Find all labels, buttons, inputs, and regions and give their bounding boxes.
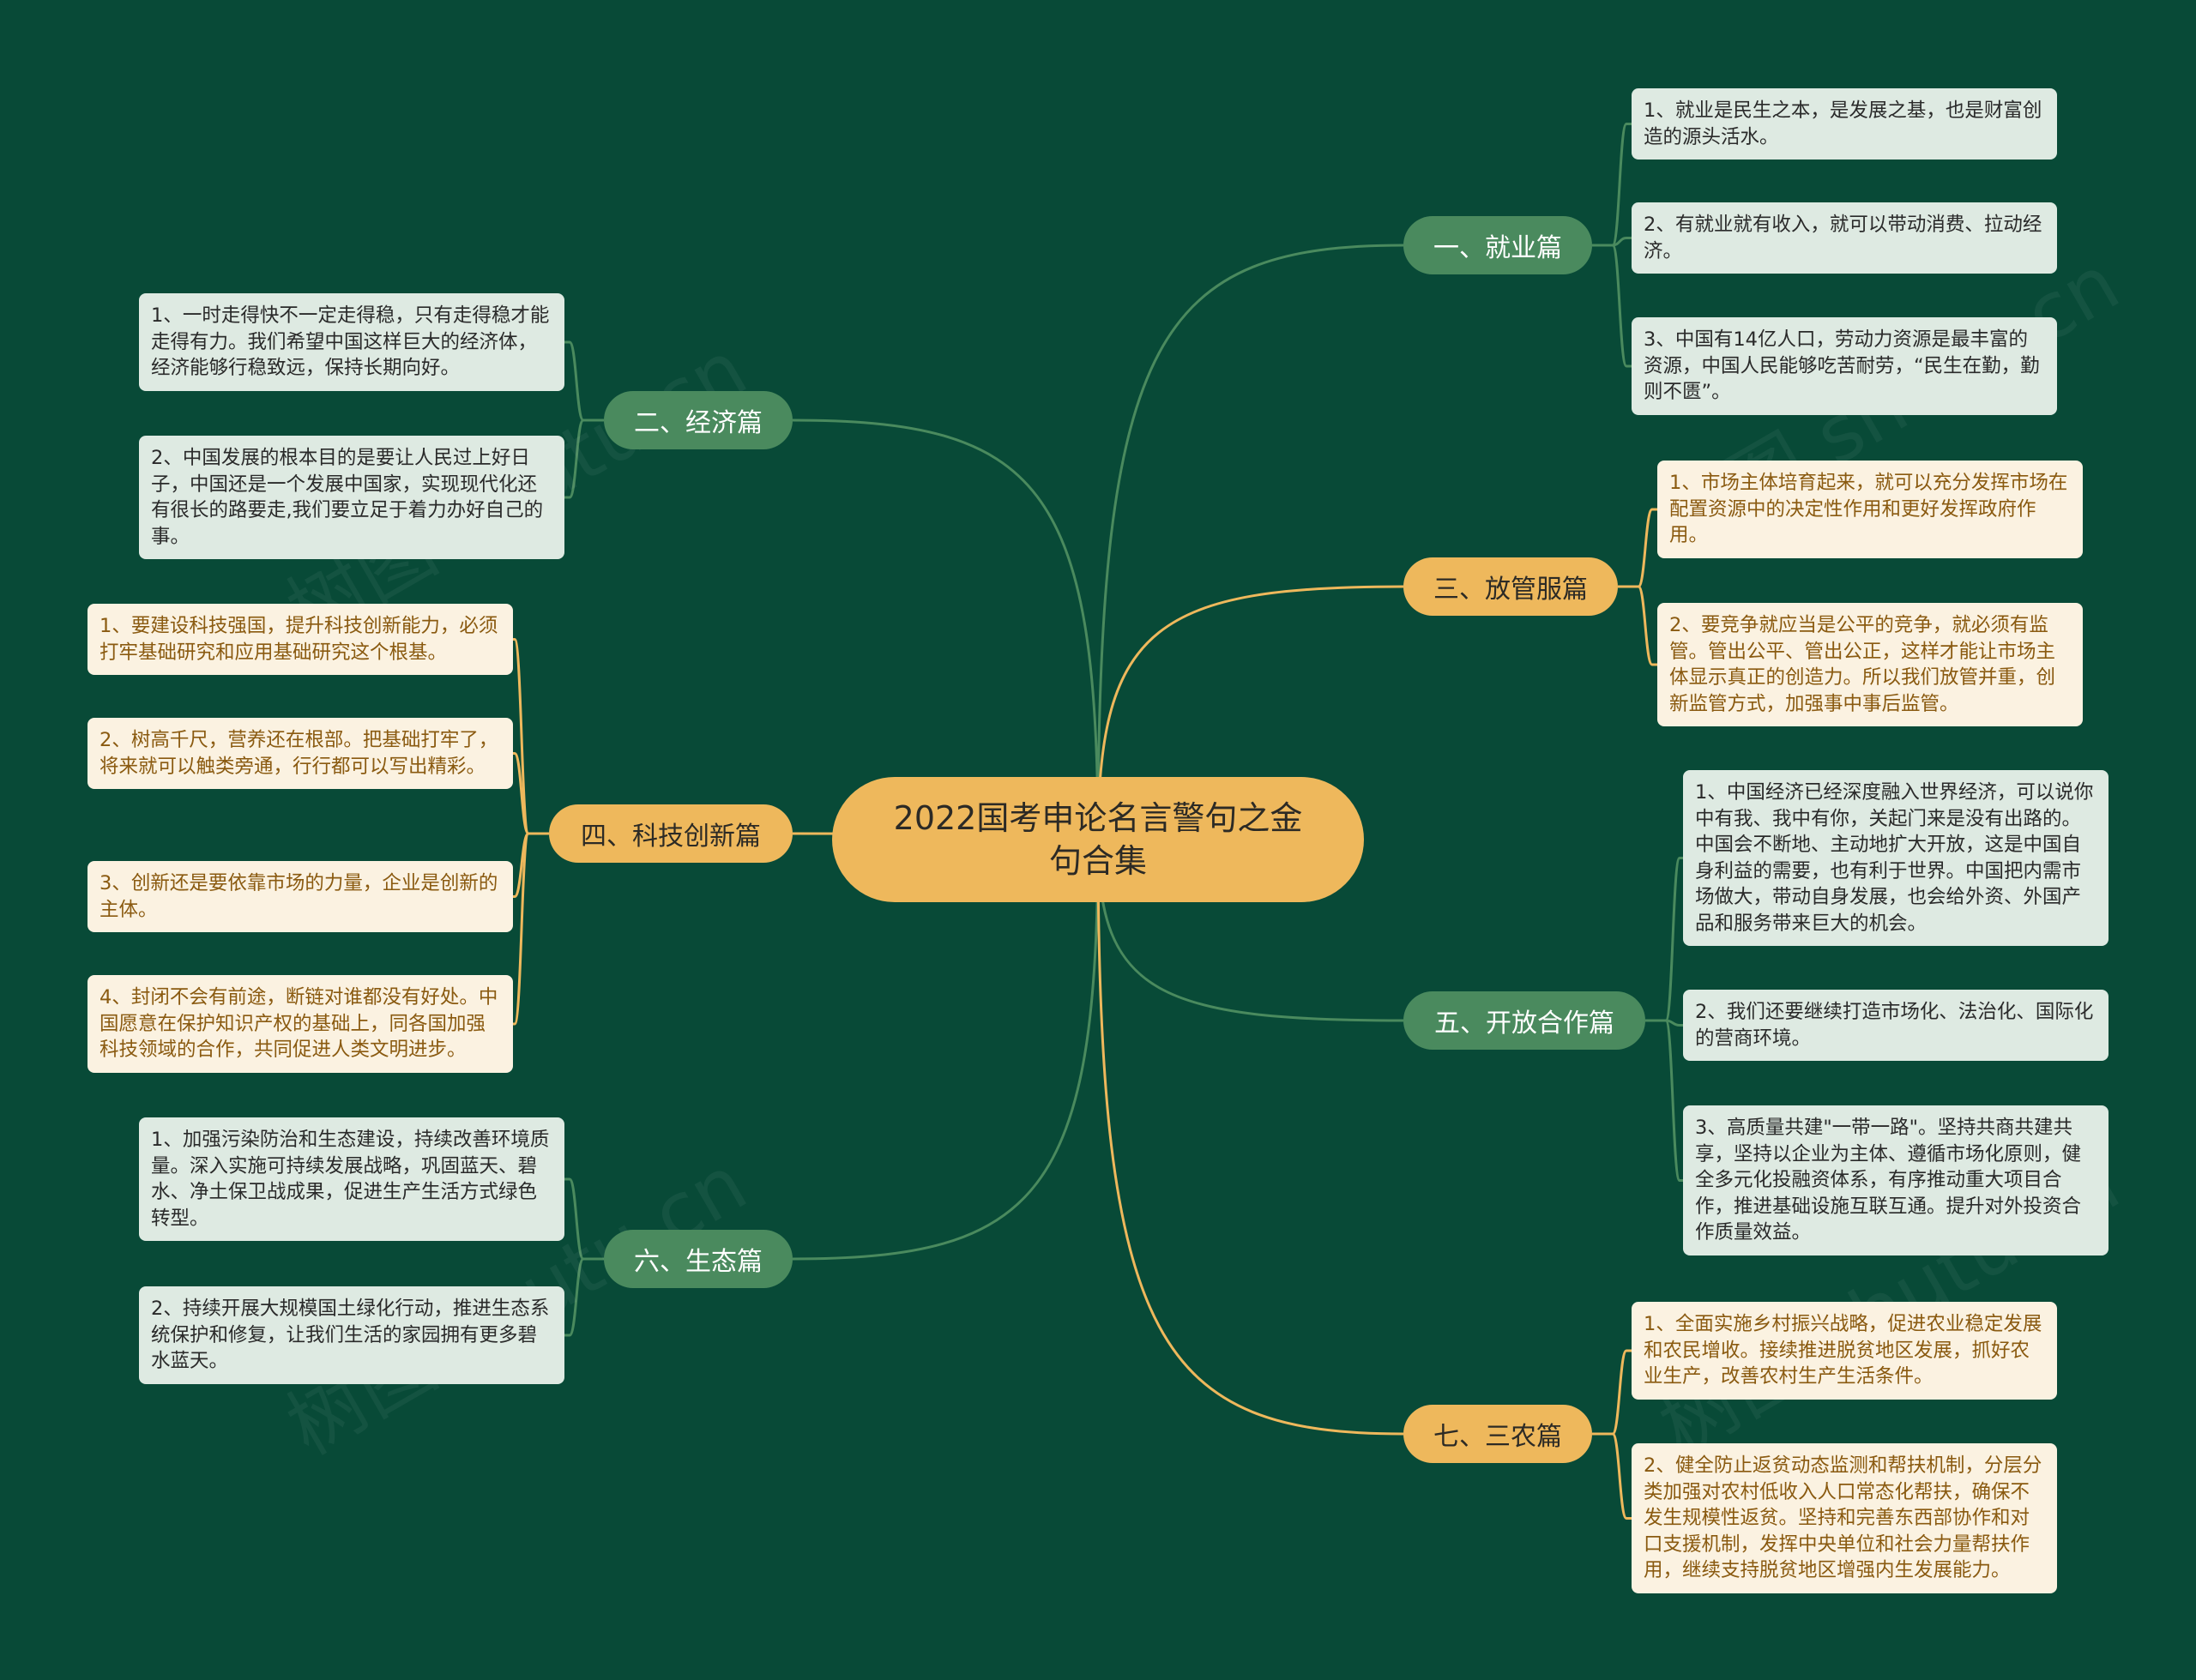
connector-line [1618,508,1657,588]
branch-regulation-reform[interactable]: 三、放管服篇 [1403,557,1618,616]
leaf-card[interactable]: 1、要建设科技强国，提升科技创新能力，必须打牢基础研究和应用基础研究这个根基。 [87,604,513,675]
leaf-card[interactable]: 2、有就业就有收入，就可以带动消费、拉动经济。 [1632,202,2057,274]
leaf-text: 4、封闭不会有前途，断链对谁都没有好处。中国愿意在保护知识产权的基础上，同各国加… [100,986,498,1061]
branch-label: 二、经济篇 [634,408,763,438]
leaf-text: 2、我们还要继续打造市场化、法治化、国际化的营商环境。 [1695,1001,2094,1050]
leaf-text: 1、加强污染防治和生态建设，持续改善环境质量。深入实施可持续发展战略，巩固蓝天、… [151,1129,550,1230]
branch-label: 四、科技创新篇 [581,822,761,852]
branch-agriculture[interactable]: 七、三农篇 [1403,1405,1592,1463]
leaf-card[interactable]: 2、要竞争就应当是公平的竞争，就必须有监管。管出公平、管出公正，这样才能让市场主… [1657,603,2083,726]
connector-line [1096,585,1404,840]
branch-open-cooperation[interactable]: 五、开放合作篇 [1403,991,1645,1050]
connector-line [564,1257,604,1337]
connector-line [513,752,549,835]
connector-line [1592,244,1632,368]
leaf-card[interactable]: 2、持续开展大规模国土绿化行动，推进生态系统保护和修复，让我们生活的家园拥有更多… [139,1286,564,1384]
branch-employment[interactable]: 一、就业篇 [1403,216,1592,274]
connector-line [1592,123,1632,247]
connector-line [1592,1432,1632,1520]
branch-tech-innovation[interactable]: 四、科技创新篇 [549,804,793,863]
connector-line [1618,585,1657,666]
leaf-text: 2、有就业就有收入，就可以带动消费、拉动经济。 [1644,214,2042,262]
leaf-card[interactable]: 1、一时走得快不一定走得稳，只有走得稳才能走得有力。我们希望中国这样巨大的经济体… [139,293,564,391]
leaf-card[interactable]: 3、创新还是要依靠市场的力量，企业是创新的主体。 [87,861,513,932]
leaf-text: 2、中国发展的根本目的是要让人民过上好日子，中国还是一个发展中国家，实现现代化还… [151,447,544,548]
leaf-text: 2、健全防止返贫动态监测和帮扶机制，分层分类加强对农村低收入人口常态化帮扶，确保… [1644,1454,2042,1581]
leaf-card[interactable]: 1、加强污染防治和生态建设，持续改善环境质量。深入实施可持续发展战略，巩固蓝天、… [139,1117,564,1241]
branch-label: 七、三农篇 [1433,1422,1562,1452]
connector-line [1096,839,1404,1436]
connector-line [513,832,549,1026]
connector-line [564,340,604,422]
leaf-card[interactable]: 2、树高千尺，营养还在根部。把基础打牢了，将来就可以触类旁通，行行都可以写出精彩… [87,718,513,789]
leaf-card[interactable]: 2、健全防止返贫动态监测和帮扶机制，分层分类加强对农村低收入人口常态化帮扶，确保… [1632,1443,2057,1593]
connector-line [792,839,1100,1261]
leaf-card[interactable]: 2、我们还要继续打造市场化、法治化、国际化的营商环境。 [1683,990,2109,1061]
connector-line [564,1177,604,1261]
leaf-card[interactable]: 1、全面实施乡村振兴战略，促进农业稳定发展和农民增收。接续推进脱贫地区发展，抓好… [1632,1302,2057,1400]
branch-label: 五、开放合作篇 [1434,1009,1614,1039]
leaf-text: 1、中国经济已经深度融入世界经济，可以说你中有我、我中有你，关起门来是没有出路的… [1695,781,2094,935]
central-topic[interactable]: 2022国考申论名言警句之金句合集 [832,777,1364,902]
connector-line [792,418,1100,840]
leaf-text: 1、一时走得快不一定走得稳，只有走得稳才能走得有力。我们希望中国这样巨大的经济体… [151,304,550,379]
leaf-card[interactable]: 1、市场主体培育起来，就可以充分发挥市场在配置资源中的决定性作用和更好发挥政府作… [1657,461,2083,558]
central-topic-title: 2022国考申论名言警句之金句合集 [893,799,1303,880]
leaf-text: 2、树高千尺，营养还在根部。把基础打牢了，将来就可以触类旁通，行行都可以写出精彩… [100,729,498,778]
leaf-card[interactable]: 3、中国有14亿人口，劳动力资源是最丰富的资源，中国人民能够吃苦耐劳，“民生在勤… [1632,317,2057,415]
connector-line [564,418,604,499]
connector-line [1645,857,1683,1022]
leaf-text: 1、市场主体培育起来，就可以充分发挥市场在配置资源中的决定性作用和更好发挥政府作… [1669,472,2068,546]
leaf-card[interactable]: 1、中国经济已经深度融入世界经济，可以说你中有我、我中有你，关起门来是没有出路的… [1683,770,2109,946]
leaf-text: 3、高质量共建"一带一路"。坚持共商共建共享，坚持以企业为主体、遵循市场化原则，… [1695,1117,2082,1243]
leaf-text: 1、全面实施乡村振兴战略，促进农业稳定发展和农民增收。接续推进脱贫地区发展，抓好… [1644,1313,2042,1388]
leaf-text: 2、持续开展大规模国土绿化行动，推进生态系统保护和修复，让我们生活的家园拥有更多… [151,1298,550,1372]
branch-label: 一、就业篇 [1433,233,1562,263]
branch-label: 六、生态篇 [634,1247,763,1277]
leaf-text: 1、就业是民生之本，是发展之基，也是财富创造的源头活水。 [1644,99,2042,148]
leaf-text: 1、要建设科技强国，提升科技创新能力，必须打牢基础研究和应用基础研究这个根基。 [100,615,498,664]
connector-line [513,638,549,835]
branch-economy[interactable]: 二、经济篇 [604,391,793,449]
connector-line [1096,244,1404,840]
leaf-card[interactable]: 2、中国发展的根本目的是要让人民过上好日子，中国还是一个发展中国家，实现现代化还… [139,436,564,559]
branch-label: 三、放管服篇 [1433,575,1588,605]
connector-line [1645,1019,1683,1182]
leaf-text: 2、要竞争就应当是公平的竞争，就必须有监管。管出公平、管出公正，这样才能让市场主… [1669,614,2056,715]
connector-line [513,832,549,898]
leaf-card[interactable]: 4、封闭不会有前途，断链对谁都没有好处。中国愿意在保护知识产权的基础上，同各国加… [87,975,513,1073]
leaf-card[interactable]: 1、就业是民生之本，是发展之基，也是财富创造的源头活水。 [1632,88,2057,160]
branch-ecology[interactable]: 六、生态篇 [604,1230,793,1288]
leaf-text: 3、中国有14亿人口，劳动力资源是最丰富的资源，中国人民能够吃苦耐劳，“民生在勤… [1644,328,2040,403]
leaf-text: 3、创新还是要依靠市场的力量，企业是创新的主体。 [100,872,498,921]
leaf-card[interactable]: 3、高质量共建"一带一路"。坚持共商共建共享，坚持以企业为主体、遵循市场化原则，… [1683,1105,2109,1255]
connector-line [1592,1349,1632,1436]
